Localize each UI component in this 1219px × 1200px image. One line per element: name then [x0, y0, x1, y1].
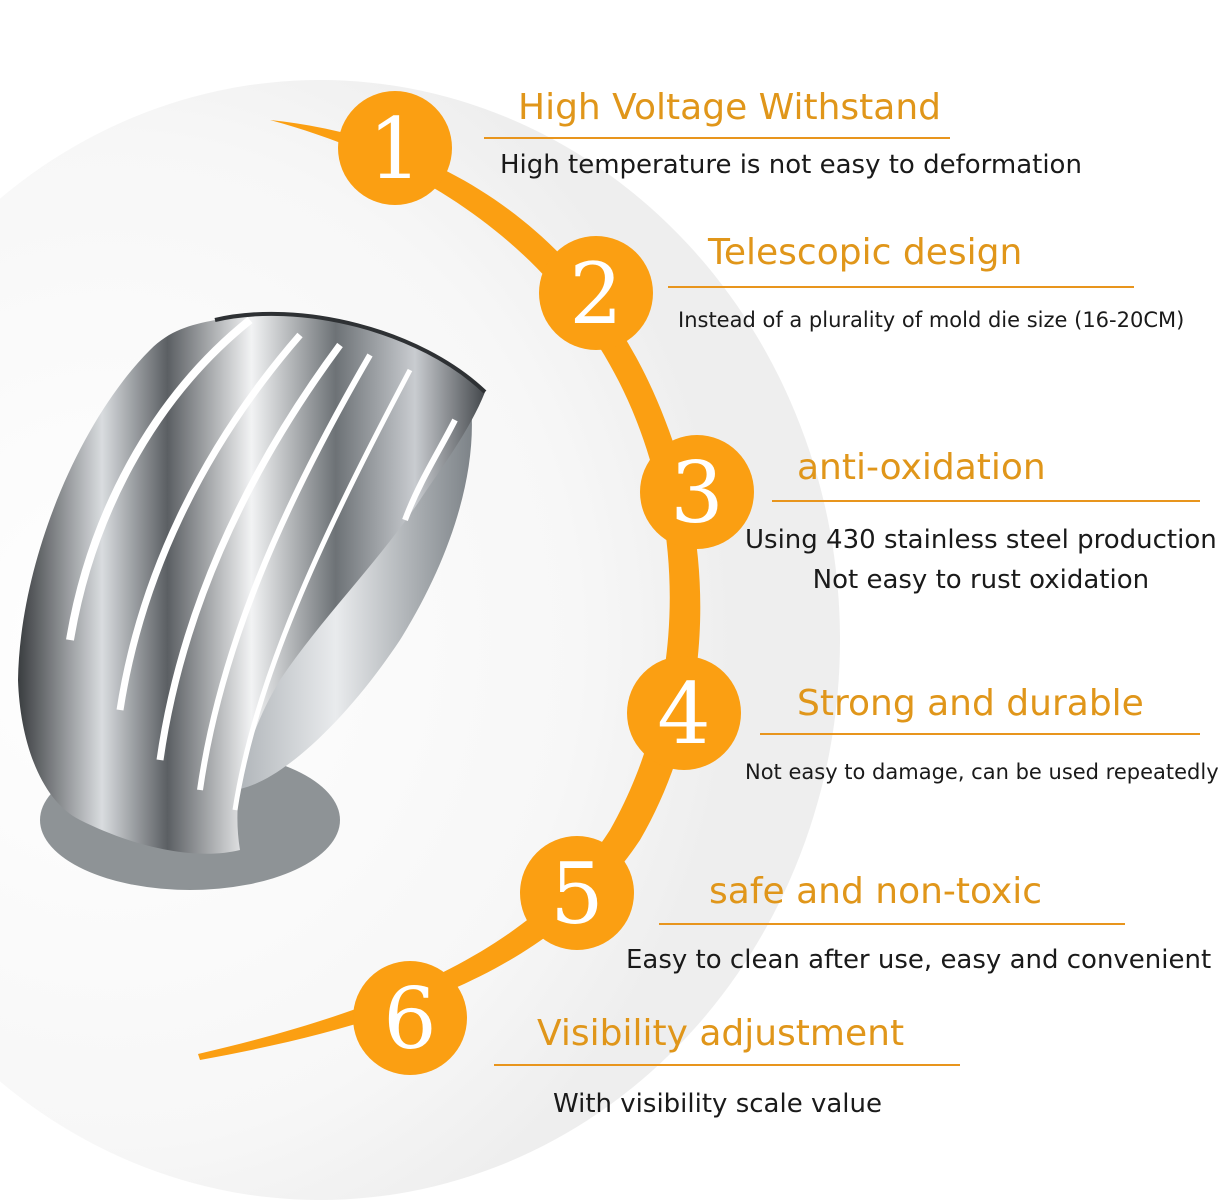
- circle-badge: [338, 91, 452, 205]
- circle-number: 6: [383, 970, 436, 1068]
- feature-title-text: Visibility adjustment: [537, 1013, 905, 1054]
- circle-number: 2: [569, 245, 622, 343]
- feature-title-text: Telescopic design: [708, 232, 1023, 273]
- circle-number: 5: [550, 845, 603, 943]
- circle-number: 3: [670, 444, 723, 542]
- feature-divider-5: [659, 923, 1125, 925]
- feature-title-6: Visibility adjustment: [537, 1016, 904, 1052]
- feature-description-line: High temperature is not easy to deformat…: [500, 150, 1082, 180]
- circle-number: 1: [368, 100, 421, 198]
- ring-slot-5: [232, 368, 413, 811]
- feature-divider-2: [668, 286, 1134, 288]
- feature-divider-3: [772, 500, 1200, 502]
- feature-description-1: High temperature is not easy to deformat…: [500, 145, 1082, 185]
- feature-divider-6: [494, 1064, 960, 1066]
- circle-badge: [353, 961, 467, 1075]
- ring-slot-1: [66, 316, 253, 641]
- feature-title-3: anti-oxidation: [797, 450, 1046, 486]
- feature-description-line: With visibility scale value: [553, 1089, 882, 1119]
- number-circle-5: 5: [520, 836, 634, 950]
- feature-title-text: anti-oxidation: [797, 447, 1046, 488]
- feature-title-1: High Voltage Withstand: [518, 90, 941, 126]
- feature-description-line: Not easy to rust oxidation: [812, 565, 1150, 596]
- feature-description-6: With visibility scale value: [553, 1084, 882, 1124]
- number-circles: 1 2 3 45 6: [338, 91, 754, 1075]
- feature-title-2: Telescopic design: [708, 235, 1022, 271]
- circle-badge: [640, 435, 754, 549]
- ring-slot-2: [116, 332, 303, 711]
- feature-title-4: Strong and durable: [797, 686, 1144, 722]
- number-circle-3: 3: [640, 435, 754, 549]
- feature-divider-4: [760, 733, 1200, 735]
- feature-title-5: safe and non-toxic: [709, 874, 1042, 910]
- feature-description-line: Instead of a plurality of mold die size …: [678, 308, 1185, 332]
- circle-badge: [520, 836, 634, 950]
- product-image: [18, 311, 487, 890]
- feature-description-5: Easy to clean after use, easy and conven…: [626, 940, 1211, 980]
- circle-badge: [627, 656, 741, 770]
- circle-badge: [539, 236, 653, 350]
- feature-title-text: High Voltage Withstand: [518, 87, 941, 128]
- number-circle-2: 2: [539, 236, 653, 350]
- feature-description-line: Using 430 stainless steel production: [745, 525, 1217, 555]
- ring-slot-6: [402, 418, 458, 522]
- feature-description-4: Not easy to damage, can be used repeated…: [745, 756, 1219, 789]
- number-circle-6: 6: [353, 961, 467, 1075]
- feature-title-text: Strong and durable: [797, 683, 1144, 724]
- circle-number: 4: [657, 665, 710, 763]
- number-circle-1: 1: [338, 91, 452, 205]
- feature-title-text: safe and non-toxic: [709, 871, 1043, 912]
- feature-description-line: Not easy to damage, can be used repeated…: [745, 760, 1219, 784]
- ring-rim: [214, 311, 487, 394]
- ring-slot-3: [156, 342, 343, 761]
- number-circle-4: 4: [627, 656, 741, 770]
- feature-divider-1: [484, 137, 950, 139]
- ring-slot-4: [197, 353, 373, 791]
- feature-description-2: Instead of a plurality of mold die size …: [678, 304, 1184, 337]
- feature-description-line: Easy to clean after use, easy and conven…: [626, 945, 1212, 975]
